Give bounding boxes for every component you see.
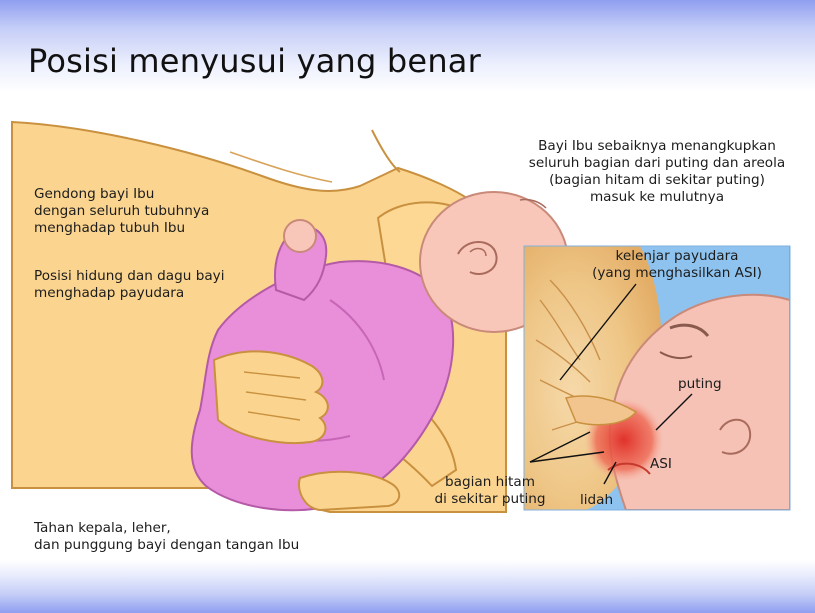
label-nipple: puting bbox=[678, 376, 722, 393]
label-hold-baby: Gendong bayi Ibu dengan seluruh tubuhnya… bbox=[34, 186, 209, 237]
label-latch: Bayi Ibu sebaiknya menangkupkan seluruh … bbox=[504, 138, 810, 206]
label-support: Tahan kepala, leher, dan punggung bayi d… bbox=[34, 520, 299, 554]
label-gland: kelenjar payudara (yang menghasilkan ASI… bbox=[566, 248, 788, 282]
baby-fist bbox=[284, 220, 316, 252]
label-milk: ASI bbox=[650, 456, 672, 473]
label-tongue: lidah bbox=[580, 492, 613, 509]
mother-neck bbox=[372, 130, 400, 172]
mother-hand bbox=[214, 351, 328, 443]
label-areola: bagian hitam di sekitar puting bbox=[420, 474, 560, 508]
label-nose-chin: Posisi hidung dan dagu bayi menghadap pa… bbox=[34, 268, 224, 302]
